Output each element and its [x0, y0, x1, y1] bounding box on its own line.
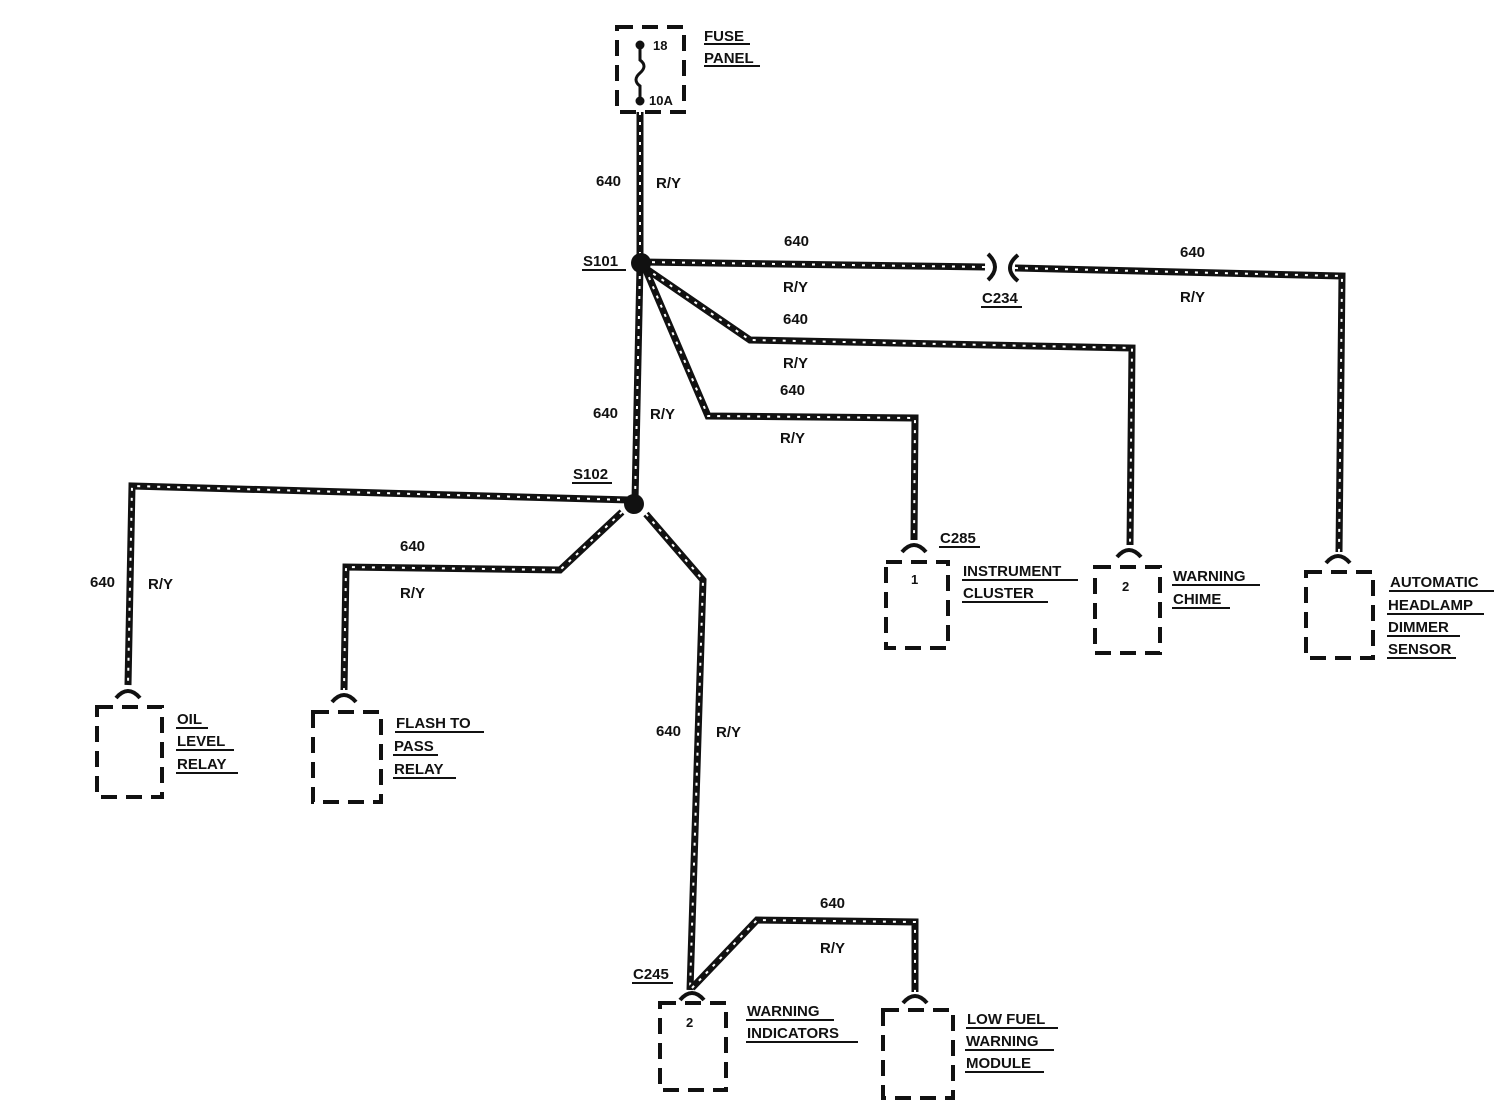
splice-s101: S101: [582, 253, 651, 273]
flash-relay-label-2: PASS: [394, 738, 434, 755]
wire-label-color: R/Y: [780, 430, 805, 447]
instrument-cluster-label-2: CLUSTER: [963, 585, 1034, 602]
fuse-rating: 10A: [649, 93, 673, 108]
fuse-panel-label-1: FUSE: [704, 28, 744, 45]
warning-chime-label-2: CHIME: [1173, 591, 1221, 608]
wire-label-color: R/Y: [783, 279, 808, 296]
warning-indicators-label-1: WARNING: [747, 1003, 820, 1020]
splice-s102: S102: [572, 466, 644, 514]
wires: [124, 112, 1346, 992]
wire-s102-to-c245: [643, 511, 707, 991]
warning-chime-pin: 2: [1122, 579, 1129, 594]
wire-c245-to-lowfuel: [689, 916, 919, 992]
wire-label-color: R/Y: [650, 406, 675, 423]
connector-c234: C234: [981, 252, 1022, 308]
low-fuel-label-3: MODULE: [966, 1055, 1031, 1072]
wire-label-color: R/Y: [783, 355, 808, 372]
instrument-cluster-label-1: INSTRUMENT: [963, 563, 1061, 580]
flash-to-pass-box: [311, 710, 383, 804]
connector-c245-terminal: [678, 991, 706, 1002]
wire-s101-to-c234: [641, 258, 986, 271]
fuse-terminal-top: [635, 40, 645, 50]
wire-s101-to-s102: [631, 265, 644, 501]
splice-s102-label: S102: [573, 466, 608, 483]
wire-label-circuit: 640: [593, 405, 618, 422]
splice-s101-dot: [631, 253, 651, 273]
low-fuel-module-box: [881, 1008, 955, 1100]
warning-indicators: 2 C245 WARNING INDICATORS: [632, 966, 858, 1092]
fuse-terminal-bottom: [635, 96, 645, 106]
instrument-cluster-box: [884, 560, 950, 650]
wire-label-color: R/Y: [400, 585, 425, 602]
wire-c234-to-headlamp: [1014, 264, 1346, 553]
connector-c245-label: C245: [633, 966, 669, 983]
headlamp-label-4: SENSOR: [1388, 641, 1452, 658]
headlamp-label-2: HEADLAMP: [1388, 597, 1473, 614]
connector-c234-male: [986, 252, 997, 282]
oil-relay-label-1: OIL: [177, 711, 202, 728]
wire-label-circuit: 640: [400, 538, 425, 555]
splice-s101-label: S101: [583, 253, 618, 270]
fuse-icon: [634, 49, 646, 97]
wire-s102-to-oil: [124, 482, 631, 686]
low-fuel-terminal: [901, 994, 929, 1005]
oil-relay-terminal: [114, 689, 142, 700]
flash-relay-label-1: FLASH TO: [396, 715, 471, 732]
fuse-panel-box: [615, 25, 686, 114]
wire-label-circuit: 640: [780, 382, 805, 399]
wire-label-circuit: 640: [820, 895, 845, 912]
fuse-panel: 18 10A FUSE PANEL: [615, 25, 760, 114]
warning-indicators-pin: 2: [686, 1015, 693, 1030]
low-fuel-label-1: LOW FUEL: [967, 1011, 1045, 1028]
wire-s101-to-chime: [643, 265, 1136, 546]
instrument-cluster-pin: 1: [911, 572, 918, 587]
flash-to-pass-relay: FLASH TO PASS RELAY: [311, 693, 484, 804]
wire-label-circuit: 640: [596, 173, 621, 190]
wire-label-circuit: 640: [784, 233, 809, 250]
wire-label-color: R/Y: [716, 724, 741, 741]
connector-c234-label: C234: [982, 290, 1019, 307]
connector-c285-label: C285: [940, 530, 976, 547]
wire-label-color: R/Y: [656, 175, 681, 192]
warning-chime-box: [1093, 565, 1162, 655]
warning-indicators-box: [658, 1001, 728, 1092]
wire-label-circuit: 640: [1180, 244, 1205, 261]
instrument-cluster: 1 C285 INSTRUMENT CLUSTER: [884, 530, 1078, 650]
warning-indicators-label-2: INDICATORS: [747, 1025, 839, 1042]
wire-label-color: R/Y: [1180, 289, 1205, 306]
wire-label-circuit: 640: [90, 574, 115, 591]
fuse-number: 18: [653, 38, 667, 53]
chime-terminal: [1115, 548, 1143, 559]
headlamp-label-3: DIMMER: [1388, 619, 1449, 636]
flash-relay-terminal: [330, 693, 358, 704]
fuse-panel-label-2: PANEL: [704, 50, 754, 67]
wire-label-circuit: 640: [656, 723, 681, 740]
connector-c234-female: [1008, 253, 1020, 283]
oil-level-relay: OIL LEVEL RELAY: [95, 689, 238, 799]
headlamp-terminal: [1324, 554, 1352, 565]
headlamp-dimmer-box: [1304, 570, 1375, 660]
oil-relay-label-2: LEVEL: [177, 733, 225, 750]
low-fuel-label-2: WARNING: [966, 1033, 1039, 1050]
wire-s101-to-cluster: [641, 266, 919, 541]
oil-level-relay-box: [95, 705, 164, 799]
low-fuel-warning-module: LOW FUEL WARNING MODULE: [881, 994, 1058, 1100]
headlamp-label-1: AUTOMATIC: [1390, 574, 1479, 591]
warning-chime-label-1: WARNING: [1173, 568, 1246, 585]
oil-relay-label-3: RELAY: [177, 756, 226, 773]
wire-s102-to-flash: [340, 509, 625, 691]
wire-label-color: R/Y: [820, 940, 845, 957]
flash-relay-label-3: RELAY: [394, 761, 443, 778]
wire-label-color: R/Y: [148, 576, 173, 593]
splice-s102-dot: [624, 494, 644, 514]
headlamp-dimmer-sensor: AUTOMATIC HEADLAMP DIMMER SENSOR: [1304, 554, 1494, 660]
connector-c285-terminal: [900, 543, 928, 554]
wire-label-circuit: 640: [783, 311, 808, 328]
warning-chime: 2 WARNING CHIME: [1093, 548, 1260, 655]
